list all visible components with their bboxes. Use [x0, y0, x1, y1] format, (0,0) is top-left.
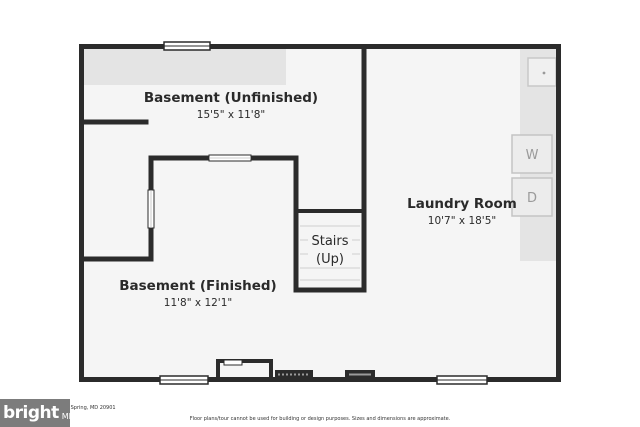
vent-icon — [275, 370, 313, 379]
window-bottom-right — [436, 375, 488, 385]
room-dims-laundry: 10'7" x 18'5" — [428, 215, 496, 227]
room-name-laundry: Laundry Room — [407, 196, 517, 212]
room-name-basement-unfinished: Basement (Unfinished) — [144, 90, 318, 106]
sink-icon — [527, 57, 557, 87]
footer-disclaimer: Floor plans/tour cannot be used for buil… — [190, 416, 451, 422]
logo-brand: bright — [3, 403, 59, 423]
room-dims-basement-unfinished: 15'5" x 11'8" — [197, 109, 265, 121]
opening-window-small — [223, 359, 243, 366]
floor-area — [80, 45, 560, 382]
windows — [147, 41, 488, 385]
room-dims-basement-finished: 11'8" x 12'1" — [164, 297, 232, 309]
window-top — [163, 41, 211, 51]
dryer-icon: D — [511, 177, 553, 217]
storage-shelf — [84, 49, 286, 85]
stairs-label: Stairs — [311, 234, 348, 249]
window-inner-left — [147, 189, 155, 229]
dryer-label: D — [527, 191, 537, 206]
washer-label: W — [526, 148, 539, 163]
radiator-icon — [345, 370, 375, 379]
stairs-label-bg — [308, 229, 352, 267]
washer-icon: W — [511, 134, 553, 174]
window-bottom-left — [159, 375, 209, 385]
window-inner-top — [208, 154, 252, 162]
room-name-basement-finished: Basement (Finished) — [119, 278, 276, 294]
bright-mls-logo: bright MLS — [0, 399, 78, 427]
logo-suffix: MLS — [61, 411, 79, 421]
stairs-direction: (Up) — [316, 252, 344, 267]
